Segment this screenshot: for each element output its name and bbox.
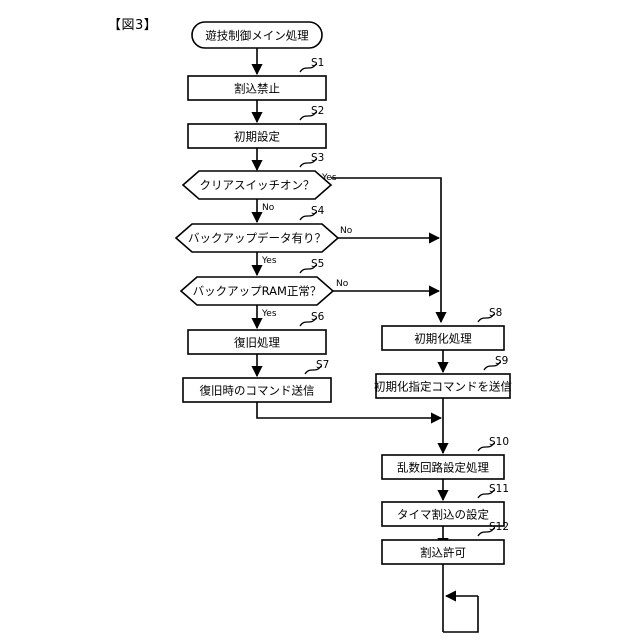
- node-s1[interactable]: 割込禁止: [187, 75, 327, 101]
- s11-box-shape: [381, 501, 505, 527]
- edge-s7-to-s10: [256, 402, 443, 424]
- edge-s3-yes-to-s8: [331, 177, 447, 324]
- s3-no-label: No: [262, 203, 275, 213]
- s4-leader-line: [299, 211, 317, 221]
- s7-step-id: S7: [316, 359, 329, 371]
- s8-step-id: S8: [489, 307, 502, 319]
- s2-step-id: S2: [311, 105, 324, 117]
- start-label: 遊技制御メイン処理: [205, 29, 309, 43]
- s2-label: 初期設定: [234, 130, 280, 144]
- node-s12[interactable]: 割込許可: [381, 539, 505, 565]
- node-s8[interactable]: 初期化処理: [381, 325, 505, 351]
- figure-number-label: 【図3】: [108, 18, 158, 33]
- s6-leader-line: [299, 317, 317, 327]
- s2-leader-line: [299, 111, 317, 121]
- s10-leader-line: [477, 442, 495, 452]
- s4-no-label: No: [340, 226, 353, 236]
- s11-leader-line: [477, 489, 495, 499]
- node-s6[interactable]: 復旧処理: [187, 329, 327, 355]
- s5-no-label: No: [336, 279, 349, 289]
- s10-step-id: S10: [489, 436, 509, 448]
- s11-label: タイマ割込の設定: [397, 508, 489, 522]
- s11-step-id: S11: [489, 483, 509, 495]
- s12-leader-line: [477, 527, 495, 537]
- s9-step-id: S9: [495, 355, 508, 367]
- s7-leader-line: [304, 365, 322, 375]
- s3-step-id: S3: [311, 152, 324, 164]
- s6-label: 復旧処理: [234, 336, 280, 350]
- s12-step-id: S12: [489, 521, 509, 533]
- s10-label: 乱数回路設定処理: [397, 461, 489, 475]
- s8-label: 初期化処理: [414, 332, 472, 346]
- node-s9[interactable]: 初期化指定コマンドを送信: [374, 373, 512, 399]
- s5-label: バックアップRAM正常？: [193, 284, 322, 298]
- s3-decision-shape: [181, 170, 333, 200]
- s9-leader-line: [483, 361, 501, 371]
- s4-label: バックアップデータ有り？: [188, 231, 326, 245]
- s5-step-id: S5: [311, 258, 324, 270]
- s3-yes-label: Yes: [321, 173, 337, 183]
- s1-step-id: S1: [311, 57, 324, 69]
- s9-label: 初期化指定コマンドを送信: [374, 380, 512, 394]
- node-s3[interactable]: クリアスイッチオン？: [181, 170, 333, 200]
- node-s2[interactable]: 初期設定: [187, 123, 327, 149]
- s7-label: 復旧時のコマンド送信: [200, 384, 315, 398]
- s2-box-shape: [187, 123, 327, 149]
- node-start[interactable]: 遊技制御メイン処理: [191, 21, 323, 49]
- node-s4[interactable]: バックアップデータ有り？: [174, 223, 340, 253]
- s3-label: クリアスイッチオン？: [200, 178, 315, 192]
- s6-step-id: S6: [311, 311, 325, 323]
- s5-yes-label: Yes: [261, 309, 277, 319]
- s4-step-id: S4: [311, 205, 325, 217]
- s12-label: 割込許可: [420, 546, 466, 560]
- s8-leader-line: [477, 313, 495, 323]
- s9-box-shape: [375, 373, 511, 399]
- s1-leader-line: [299, 63, 317, 73]
- s5-leader-line: [299, 264, 317, 274]
- edge-loop-back-path: [443, 596, 479, 633]
- s3-leader-line: [299, 158, 317, 168]
- node-s5[interactable]: バックアップRAM正常？: [179, 276, 335, 306]
- node-s11[interactable]: タイマ割込の設定: [381, 501, 505, 527]
- s12-box-shape: [381, 539, 505, 565]
- node-s10[interactable]: 乱数回路設定処理: [381, 454, 505, 480]
- s4-yes-label: Yes: [261, 256, 277, 266]
- node-s7[interactable]: 復旧時のコマンド送信: [182, 377, 332, 403]
- s1-label: 割込禁止: [234, 82, 280, 96]
